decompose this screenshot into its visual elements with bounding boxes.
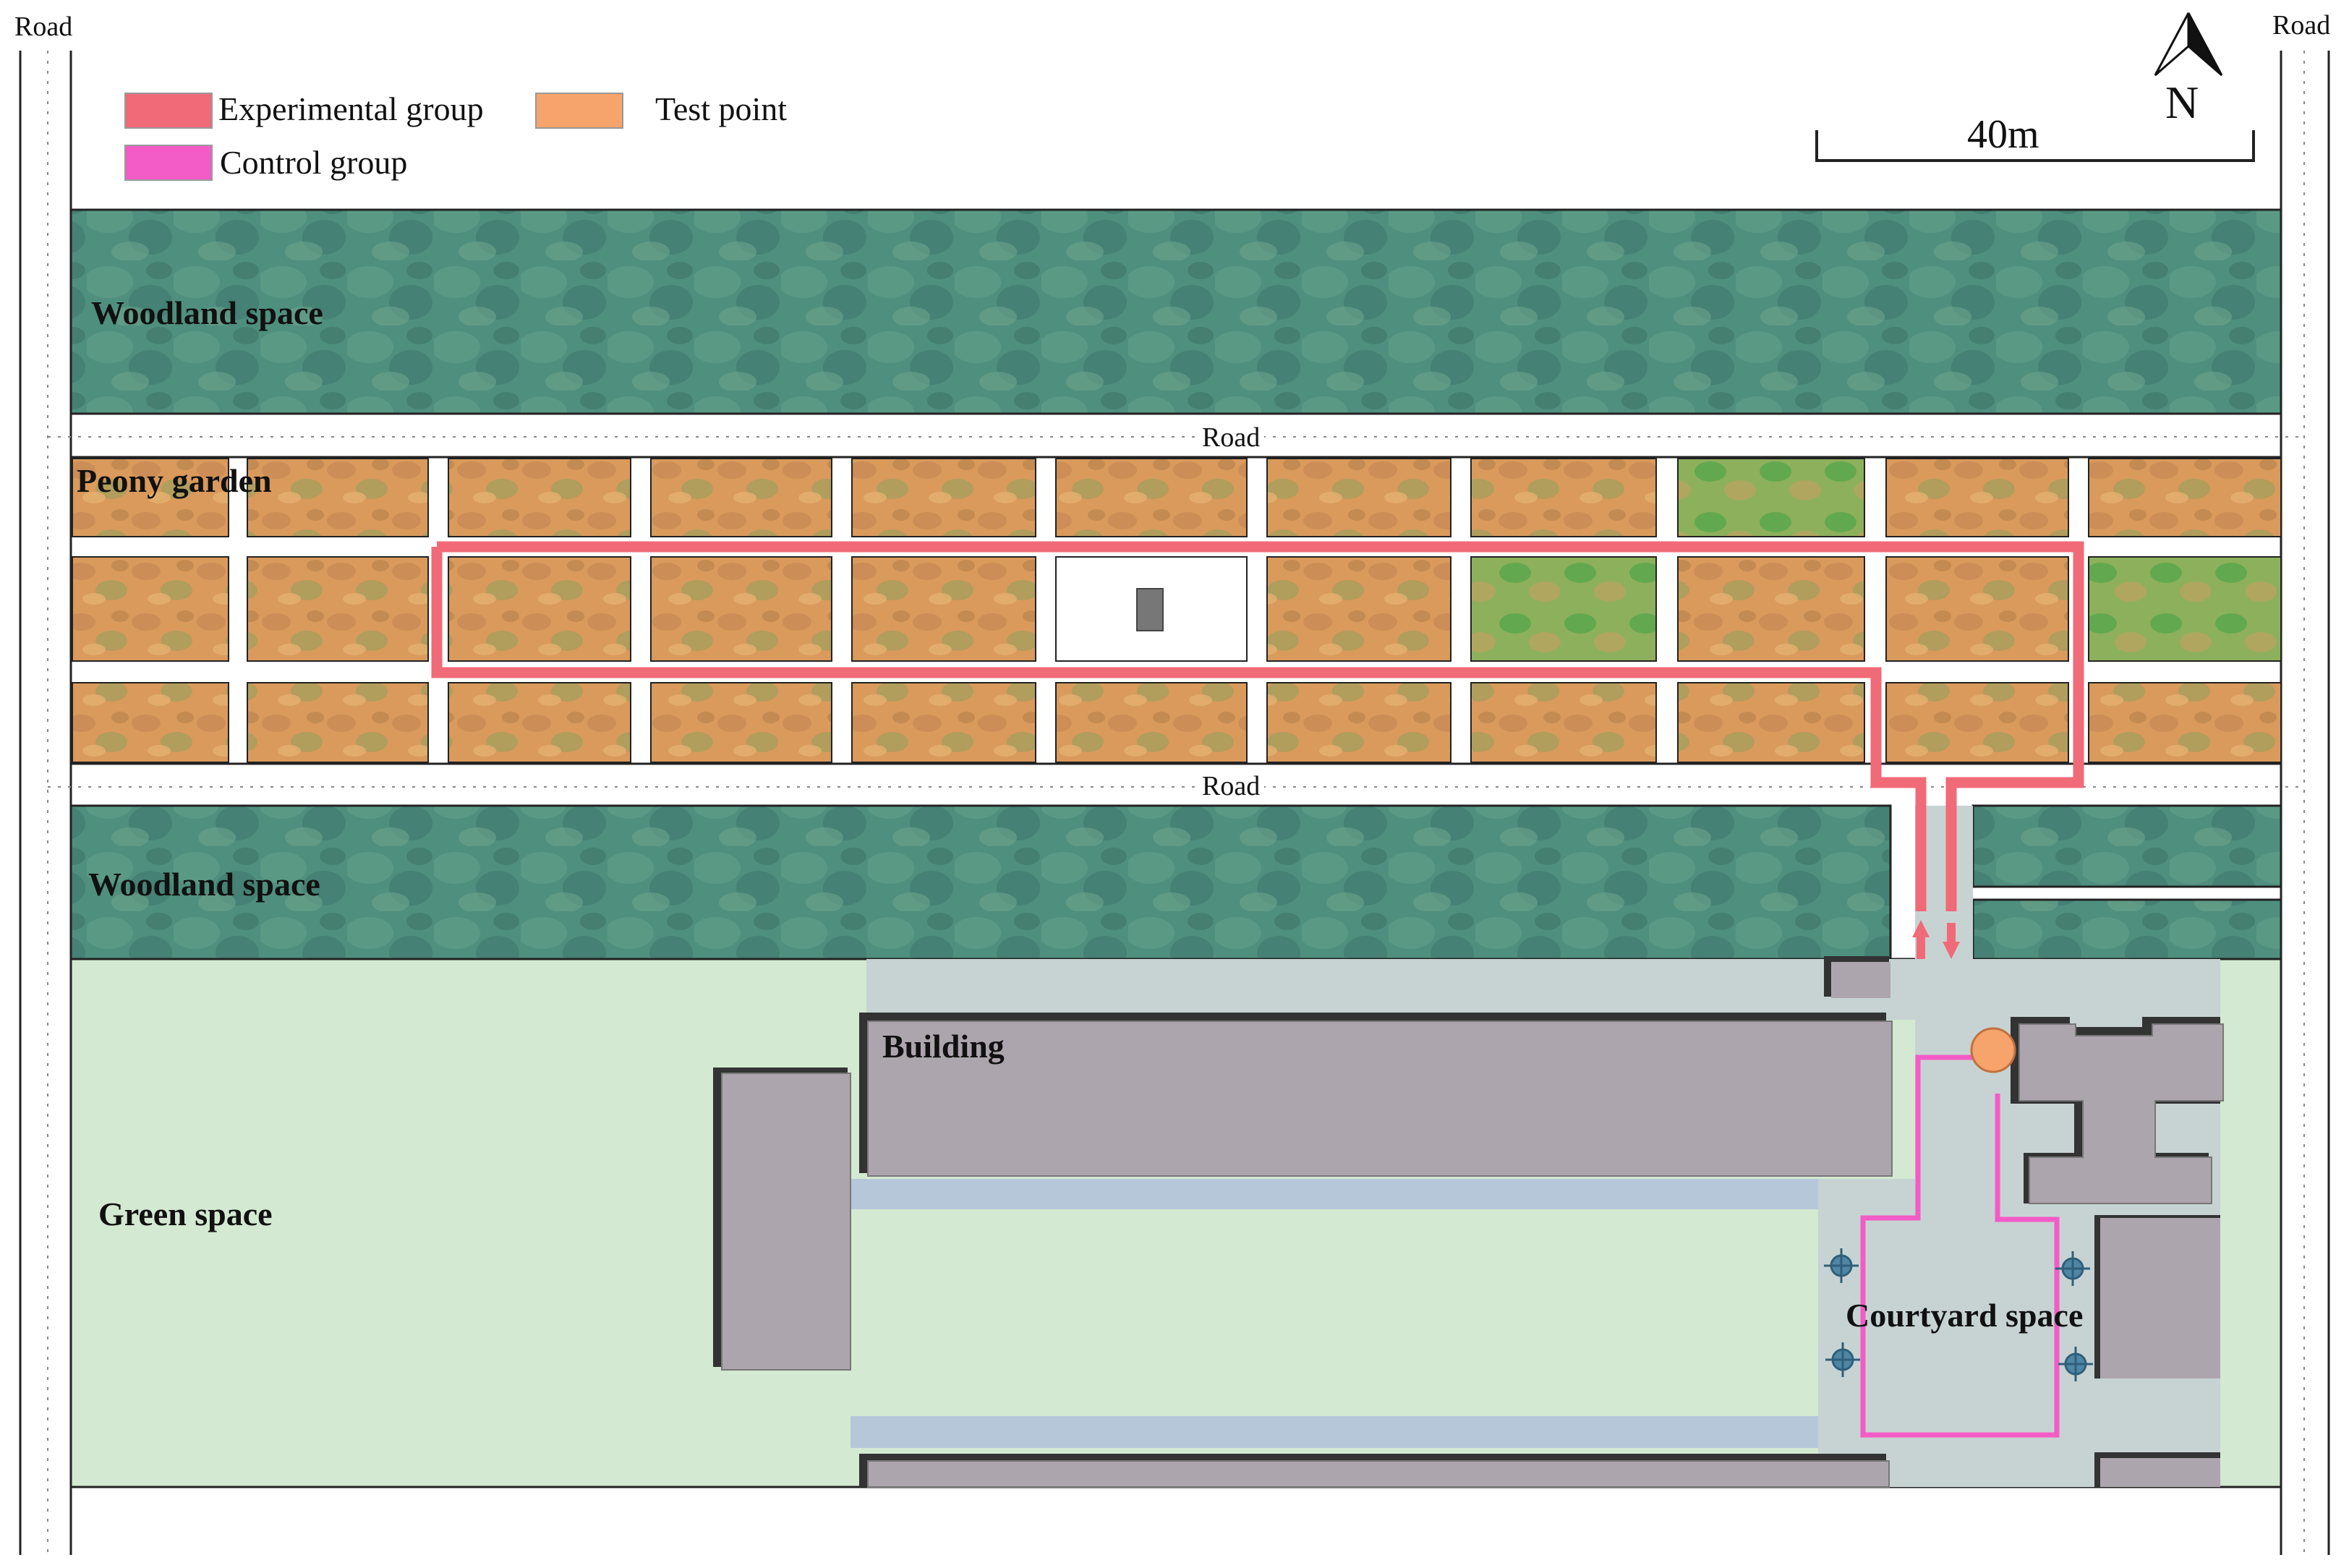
peony-garden [69, 456, 2282, 765]
peony-bed [1055, 682, 1248, 763]
peony-bed [1885, 682, 2069, 763]
experimental-route [431, 541, 2084, 911]
legend-label-test-point: Test point [655, 90, 788, 127]
zone-label-woodland-north: Woodland space [91, 294, 323, 331]
peony-bed [247, 458, 429, 537]
peony-bed [72, 682, 229, 763]
peony-bed [650, 556, 832, 662]
route-arrow-icon [1912, 920, 1960, 959]
pavilion-icon [1136, 588, 1164, 631]
road-label-left: Road [14, 12, 73, 42]
test-point-marker [1970, 1027, 2016, 1073]
control-route [1860, 1054, 2060, 1438]
zone-label-courtyard: Courtyard space [1846, 1297, 2084, 1334]
peony-bed [1470, 556, 1657, 662]
peony-bed [1677, 682, 1865, 763]
legend-swatch-experimental [124, 93, 213, 129]
peony-bed [2088, 682, 2282, 763]
peony-bed [650, 458, 832, 537]
buildings [713, 956, 2224, 1488]
peony-bed [1677, 458, 1865, 537]
peony-bed [448, 458, 631, 537]
peony-bed [1885, 556, 2069, 662]
peony-bed [650, 682, 832, 763]
legend-label-experimental: Experimental group [218, 90, 484, 127]
zone-label-peony-garden: Peony garden [77, 462, 272, 499]
road-label-middle: Road [1198, 424, 1265, 451]
zone-label-green-space: Green space [98, 1196, 273, 1232]
peony-bed [247, 682, 429, 763]
woodland-south [69, 804, 2282, 960]
peony-bed [1470, 458, 1657, 537]
peony-bed [1266, 458, 1451, 537]
woodland-north [69, 208, 2282, 415]
legend-swatch-test-point [535, 93, 623, 129]
courtyard-tree-icon [1824, 1248, 2093, 1381]
water-strips [850, 1179, 1818, 1448]
peony-bed [448, 682, 631, 763]
legend-label-control: Control group [220, 144, 408, 181]
peony-bed [851, 458, 1036, 537]
road-label-right: Road [2272, 10, 2331, 41]
peony-bed [1470, 682, 1657, 763]
zone-label-building: Building [882, 1028, 1005, 1065]
north-arrow-icon [2154, 12, 2223, 77]
zone-label-woodland-south: Woodland space [88, 866, 320, 903]
peony-bed [1885, 458, 2069, 537]
peony-bed [851, 556, 1036, 662]
road-label-lower: Road [1198, 772, 1265, 800]
peony-bed [448, 556, 631, 662]
peony-bed [1266, 682, 1451, 763]
peony-bed [1266, 556, 1451, 662]
scale-bar-label: 40m [1967, 112, 2039, 157]
north-label: N [2165, 77, 2199, 128]
peony-bed [247, 556, 429, 662]
legend-swatch-control [124, 145, 213, 181]
peony-bed [72, 556, 229, 662]
scale-bar [1815, 130, 2255, 162]
peony-bed [72, 458, 229, 537]
peony-bed [851, 682, 1036, 763]
peony-bed [1055, 458, 1248, 537]
peony-bed [1677, 556, 1865, 662]
peony-bed [2088, 556, 2282, 662]
peony-bed [2088, 458, 2282, 537]
